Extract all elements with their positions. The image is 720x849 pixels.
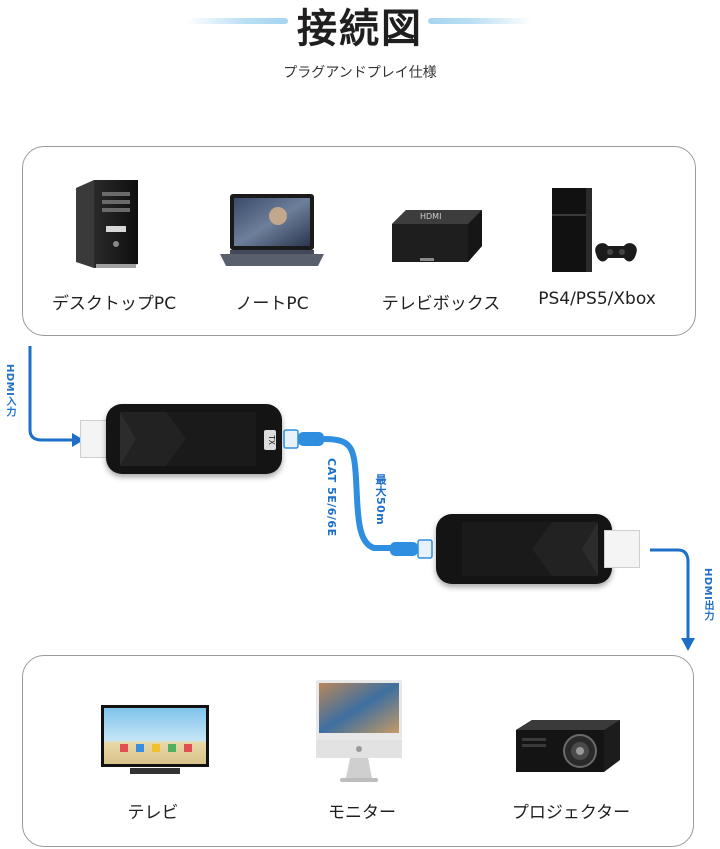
tv-icon <box>101 705 209 774</box>
output-arrow <box>650 548 695 651</box>
page-subtitle: プラグアンドプレイ仕様 <box>283 65 437 81</box>
display-label-tv: テレビ <box>127 803 179 823</box>
game-console-icon <box>552 188 637 272</box>
rx-hdmi-plug <box>604 530 640 568</box>
monitor-icon <box>316 680 402 782</box>
page-title: 接続図 <box>297 6 423 52</box>
source-label-tvbox: テレビボックス <box>381 294 501 314</box>
display-label-projector: プロジェクター <box>511 803 631 823</box>
desktop-pc-icon <box>76 180 138 268</box>
title-accent-line-right <box>428 18 532 24</box>
hdmi-input-label: HDMI入力 <box>4 364 15 418</box>
tv-box-brand-text: HDMI <box>420 212 441 221</box>
hdmi-output-label: HDMI出力 <box>702 568 713 622</box>
source-label-laptop: ノートPC <box>235 294 309 314</box>
tv-box-icon: HDMI <box>392 210 482 262</box>
input-arrow <box>28 346 84 447</box>
ethernet-cable <box>283 429 433 559</box>
source-label-desktop: デスクトップPC <box>51 294 177 314</box>
tx-extender-unit <box>106 404 282 474</box>
projector-icon <box>516 720 620 772</box>
source-label-console: PS4/PS5/Xbox <box>538 289 656 309</box>
rx-extender-unit <box>436 514 612 584</box>
tx-unit-facets <box>120 412 256 466</box>
display-label-monitor: モニター <box>328 803 396 823</box>
title-accent-line-left <box>186 18 288 24</box>
cable-type-label: CAT 5E/6/6E <box>325 458 338 537</box>
tx-tag: TX <box>264 430 276 450</box>
rx-unit-facets <box>462 522 598 576</box>
max-distance-label: 最大50m <box>374 474 387 526</box>
laptop-icon <box>220 194 324 266</box>
